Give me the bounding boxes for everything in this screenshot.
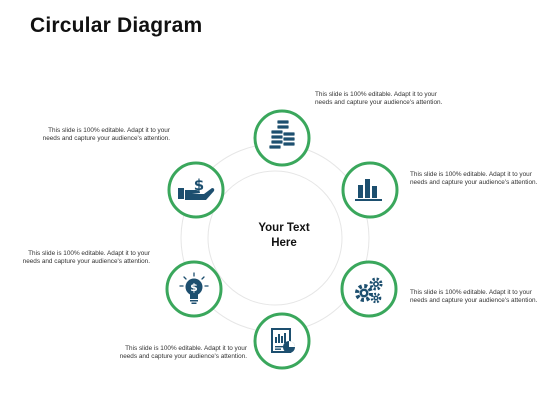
inner-ring — [207, 170, 343, 306]
idea-bulb-dollar-icon: $ — [179, 272, 209, 304]
center-label: Your Text Here — [234, 221, 334, 251]
hand-dollar-icon: $ — [178, 176, 215, 200]
center-label-line-2: Here — [271, 237, 297, 249]
coins-stack-icon — [268, 119, 296, 150]
report-chart-icon — [271, 328, 295, 353]
slide-title: Circular Diagram — [30, 14, 203, 37]
node-text-lower-left: This slide is 100% editable. Adapt it to… — [22, 250, 150, 265]
center-label-line-1: Your Text — [258, 222, 310, 234]
node-text-top: This slide is 100% editable. Adapt it to… — [315, 91, 443, 106]
bar-chart-icon — [355, 179, 382, 201]
node-text-upper-left: This slide is 100% editable. Adapt it to… — [42, 127, 170, 142]
node-text-bottom: This slide is 100% editable. Adapt it to… — [119, 345, 247, 360]
node-text-upper-right: This slide is 100% editable. Adapt it to… — [410, 171, 538, 186]
svg-text:$: $ — [190, 281, 198, 294]
svg-text:$: $ — [194, 176, 204, 194]
node-text-lower-right: This slide is 100% editable. Adapt it to… — [410, 289, 538, 304]
gears-icon — [355, 277, 383, 304]
